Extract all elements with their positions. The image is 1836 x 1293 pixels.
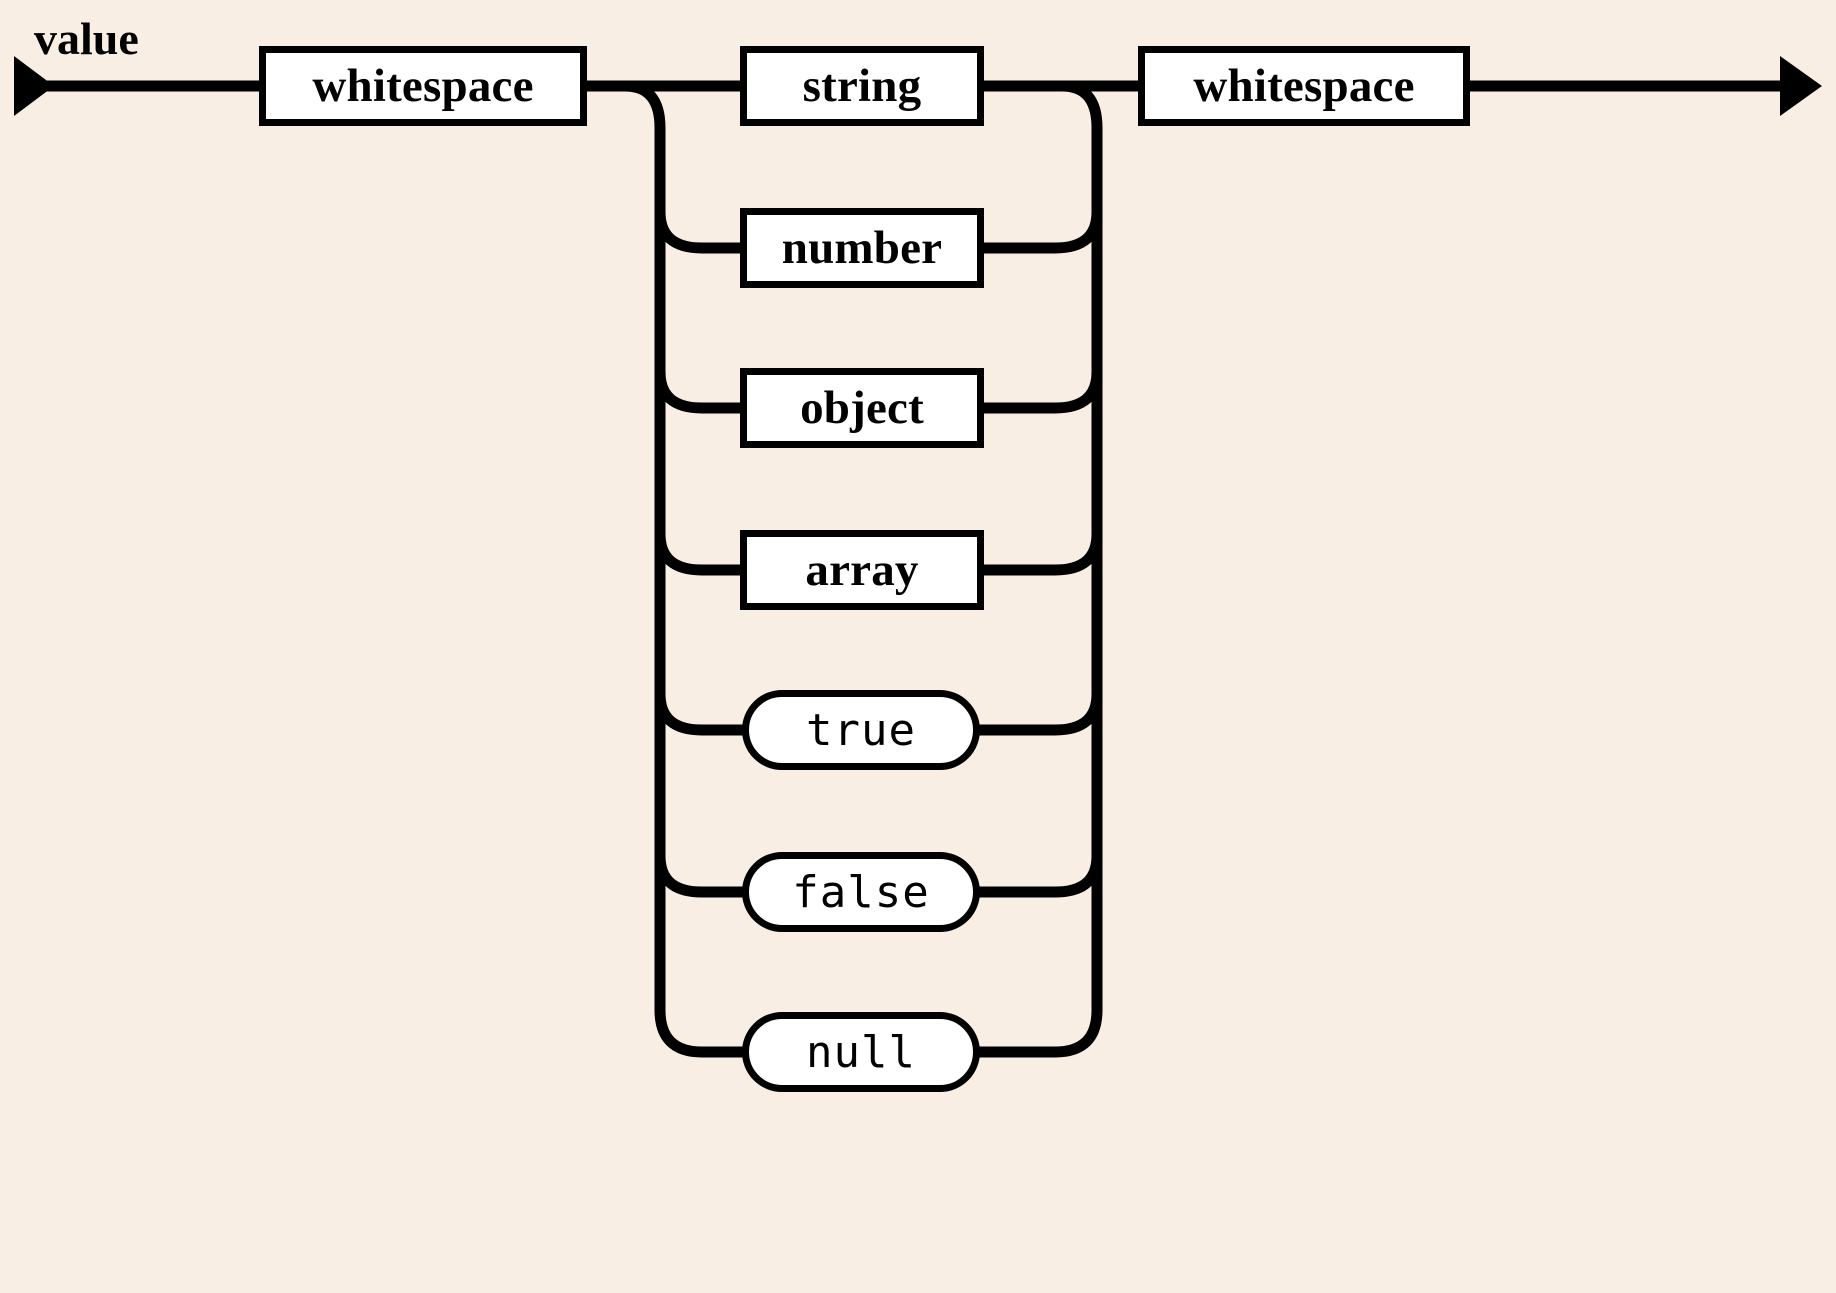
node-true[interactable]: true — [742, 690, 980, 770]
branch-track-true — [654, 688, 745, 736]
branch-track-false — [654, 850, 745, 898]
arrow-right-icon-entry — [14, 56, 54, 116]
merge-track-object — [983, 366, 1103, 414]
node-string[interactable]: string — [740, 46, 984, 126]
node-false[interactable]: false — [742, 852, 980, 932]
node-null[interactable]: null — [742, 1012, 980, 1092]
branch-track-array — [654, 528, 741, 576]
node-array[interactable]: array — [740, 530, 984, 610]
merge-track-null — [979, 1009, 1103, 1058]
branch-track-null — [654, 1009, 745, 1058]
node-whitespace-right[interactable]: whitespace — [1138, 46, 1470, 126]
arrow-right-icon-exit — [1780, 56, 1822, 116]
node-object[interactable]: object — [740, 368, 984, 448]
entry-label: value — [34, 13, 139, 64]
node-whitespace-left[interactable]: whitespace — [259, 46, 587, 126]
merge-track-true — [979, 688, 1103, 736]
merge-track-array — [983, 528, 1103, 576]
merge-track-number — [983, 206, 1103, 254]
left-rail-trunk — [624, 80, 666, 1012]
branch-track-number — [654, 206, 741, 254]
node-number[interactable]: number — [740, 208, 984, 288]
merge-track-false — [979, 850, 1103, 898]
branch-track-object — [654, 366, 741, 414]
